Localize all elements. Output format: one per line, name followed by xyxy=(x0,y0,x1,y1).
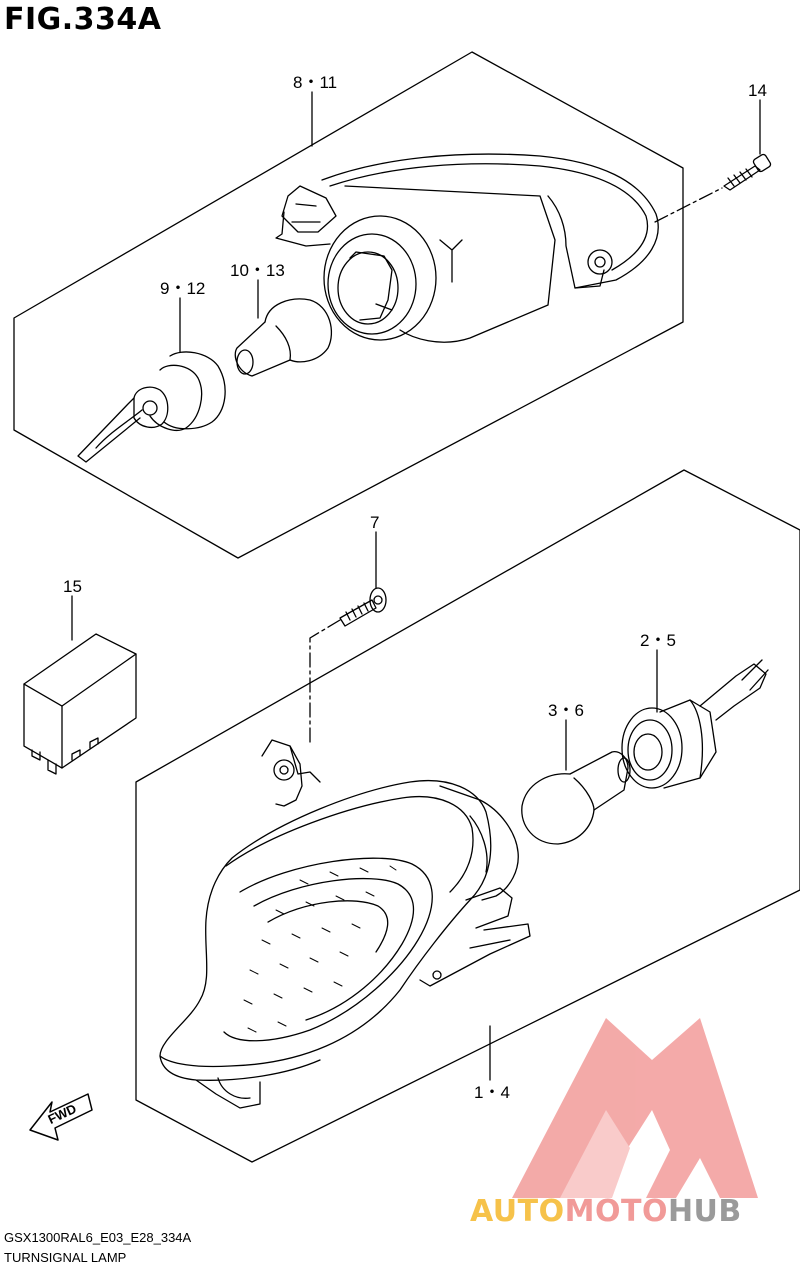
figure-title: FIG.334A xyxy=(4,2,162,37)
bulb-3-6 xyxy=(521,751,631,845)
callout-1-4: 1・4 xyxy=(474,1083,510,1102)
axis-line-14 xyxy=(654,187,723,223)
screw-14 xyxy=(723,153,772,191)
bulb-10-13 xyxy=(234,298,332,377)
section-name: TURNSIGNAL LAMP xyxy=(4,1250,127,1265)
automotohub-logo-mark xyxy=(512,1018,758,1198)
callout-9-12: 9・12 xyxy=(160,279,205,298)
axis-line-7 xyxy=(309,619,341,745)
callout-7: 7 xyxy=(370,513,379,532)
upper-assembly-frame xyxy=(13,51,684,559)
lens-pattern xyxy=(243,865,397,1033)
front-lamp-assembly-1-4 xyxy=(159,739,531,1109)
callout-14: 14 xyxy=(748,81,767,100)
callout-2-5: 2・5 xyxy=(640,631,676,650)
callout-8-11: 8・11 xyxy=(293,73,337,92)
rear-lamp-housing xyxy=(275,153,659,343)
model-code: GSX1300RAL6_E03_E28_334A xyxy=(4,1230,192,1245)
watermark-part-auto: AUTO xyxy=(470,1194,565,1229)
fwd-direction-arrow: FWD xyxy=(29,1093,93,1141)
socket-9-12 xyxy=(77,351,226,463)
watermark-part-moto: MOTO xyxy=(564,1194,668,1229)
callout-15: 15 xyxy=(63,577,82,596)
socket-2-5 xyxy=(621,659,769,789)
screw-7 xyxy=(339,587,387,627)
automotohub-watermark: AUTOMOTOHUB xyxy=(470,1194,742,1229)
watermark-part-hub: HUB xyxy=(667,1194,742,1229)
callout-10-13: 10・13 xyxy=(230,261,285,280)
relay-15 xyxy=(23,633,137,775)
lower-assembly-frame xyxy=(135,469,800,1163)
callout-3-6: 3・6 xyxy=(548,701,584,720)
